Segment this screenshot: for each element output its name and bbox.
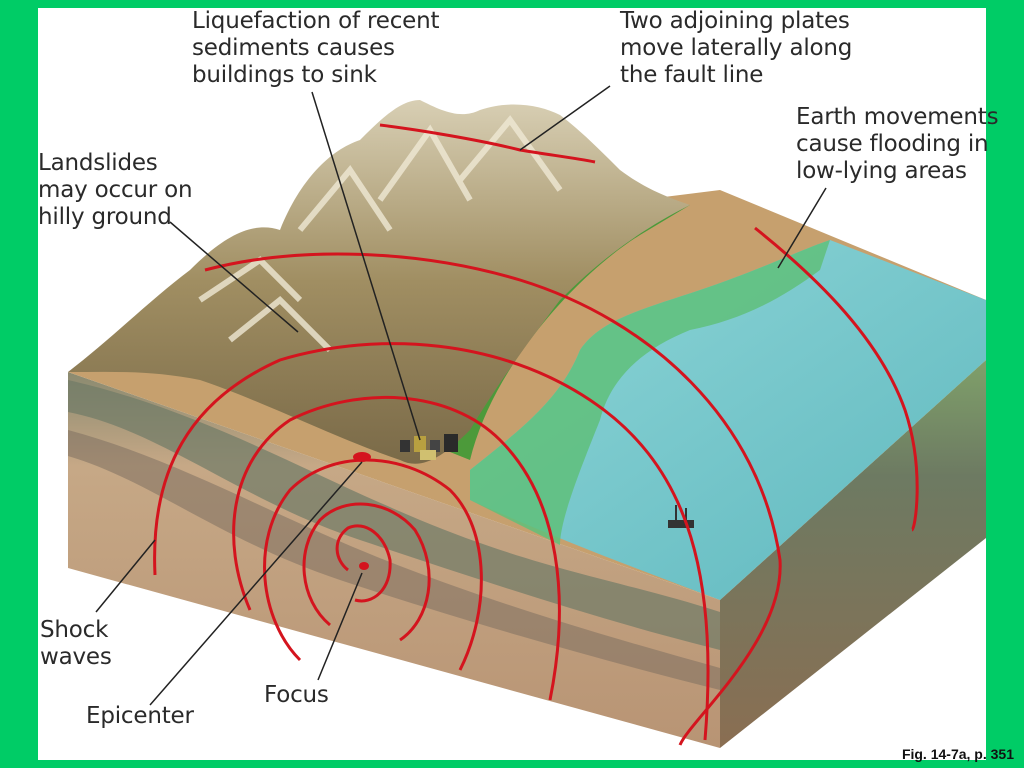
flood-zone [470, 240, 830, 545]
shock-wave-1 [335, 524, 392, 603]
block-side-face [720, 360, 986, 748]
fault-line-top [379, 123, 596, 164]
shock-waves [153, 123, 919, 746]
label-epicenter: Epicenter [86, 703, 194, 729]
leader-focus [317, 572, 363, 681]
label-shock-waves: Shock waves [40, 617, 112, 670]
town-cluster [400, 434, 458, 460]
label-flooding: Earth movements cause flooding in low-ly… [796, 104, 999, 184]
shock-wave-2 [302, 502, 431, 642]
label-liquefaction: Liquefaction of recent sediments causes … [192, 8, 440, 88]
label-plates: Two adjoining plates move laterally alon… [620, 8, 853, 88]
shock-wave-5 [153, 342, 710, 741]
leader-lines [95, 85, 827, 706]
label-landslides: Landslides may occur on hilly ground [38, 150, 193, 230]
leader-plates [519, 85, 611, 151]
epicenter-marker [353, 452, 371, 462]
shock-wave-4 [232, 395, 561, 701]
leader-landslides [169, 221, 299, 333]
shock-wave-7 [754, 226, 919, 532]
leader-flooding [777, 187, 827, 269]
shock-wave-6 [204, 252, 782, 746]
focus-marker [359, 562, 369, 570]
boat [668, 505, 694, 528]
lake-water [470, 240, 986, 600]
leader-epicenter [149, 461, 363, 706]
label-focus: Focus [264, 682, 329, 708]
figure-caption: Fig. 14-7a, p. 351 [901, 746, 1014, 762]
mountain-range [68, 100, 690, 464]
leader-shock-waves [95, 539, 156, 613]
strata-band-lower [68, 430, 720, 690]
leader-liquefaction [311, 91, 421, 441]
